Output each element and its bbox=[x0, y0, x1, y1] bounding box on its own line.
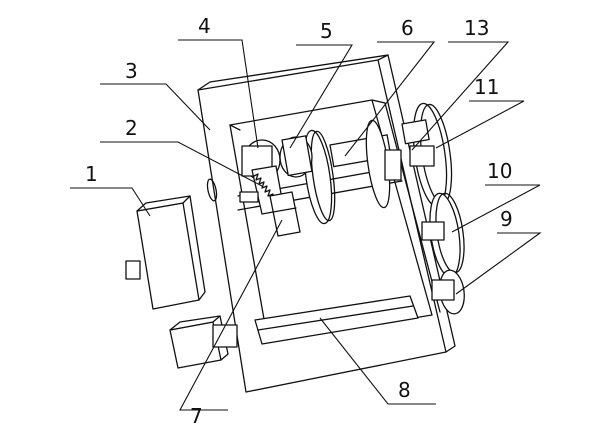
label-7: 7 bbox=[190, 404, 203, 428]
label-9: 9 bbox=[500, 207, 513, 231]
callout-numbers: 1 2 3 4 5 6 7 8 9 10 11 13 bbox=[85, 14, 513, 428]
gear-train bbox=[401, 102, 465, 315]
label-13: 13 bbox=[464, 16, 489, 40]
label-8: 8 bbox=[398, 378, 411, 402]
leader-lines bbox=[70, 39, 542, 411]
shaft-discs bbox=[303, 119, 402, 225]
label-5: 5 bbox=[320, 19, 333, 43]
label-10: 10 bbox=[487, 159, 512, 183]
label-1: 1 bbox=[85, 162, 98, 186]
bottom-bar bbox=[254, 295, 419, 345]
label-11: 11 bbox=[474, 75, 499, 99]
label-3: 3 bbox=[125, 59, 138, 83]
label-2: 2 bbox=[125, 116, 138, 140]
label-6: 6 bbox=[401, 16, 414, 40]
cam-assembly bbox=[239, 135, 313, 237]
label-4: 4 bbox=[198, 14, 211, 38]
